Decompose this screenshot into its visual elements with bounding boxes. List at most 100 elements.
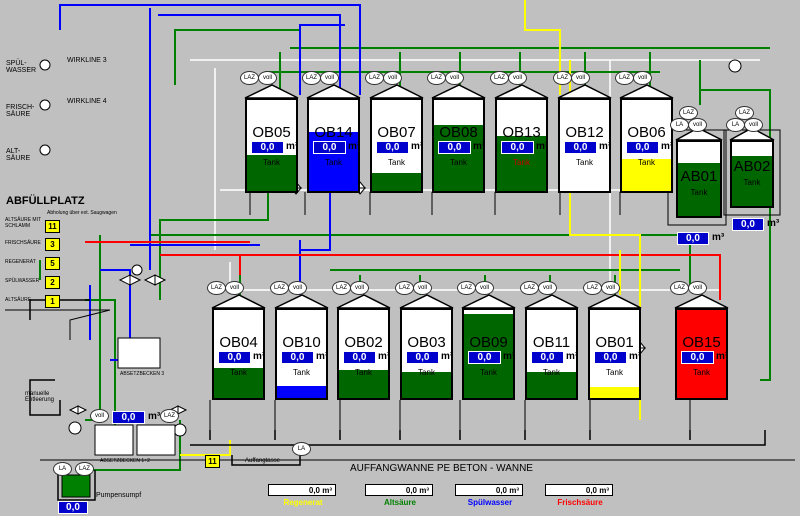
tank-value: 0,0 [468, 351, 501, 364]
laz-indicator[interactable]: LAZ [583, 281, 602, 295]
la-indicator[interactable]: LA [670, 118, 689, 132]
tank-ob09[interactable]: OB09 0,0 m³ Tank [462, 308, 515, 400]
laz-indicator[interactable]: LAZ [270, 281, 289, 295]
voll-indicator[interactable]: voll [688, 118, 707, 132]
laz-indicator[interactable]: LAZ [490, 71, 509, 85]
laz-indicator[interactable]: LAZ [615, 71, 634, 85]
tank-name: OB12 [565, 124, 604, 141]
voll-indicator[interactable]: voll [383, 71, 402, 85]
tank-value: 0,0 [531, 351, 564, 364]
tank-value: 0,0 [343, 351, 376, 364]
absetz-unit: m³ [148, 411, 161, 422]
tank-sub: Tank [480, 368, 497, 377]
voll-indicator[interactable]: voll [744, 118, 763, 132]
tank-fill [247, 154, 296, 191]
abfuell-number[interactable]: 5 [45, 257, 60, 270]
tank-ob06[interactable]: OB06 0,0 m³ Tank [620, 98, 673, 193]
la-indicator[interactable]: LA [292, 442, 311, 456]
voll-indicator[interactable]: voll [571, 71, 590, 85]
voll-indicator[interactable]: voll [475, 281, 494, 295]
laz-indicator[interactable]: LAZ [679, 106, 698, 120]
laz-indicator[interactable]: LAZ [457, 281, 476, 295]
voll-indicator[interactable]: voll [413, 281, 432, 295]
tank-ob14[interactable]: OB14 0,0 m³ Tank [307, 98, 360, 193]
tank-ob04[interactable]: OB04 0,0 m³ Tank [212, 308, 265, 400]
voll-indicator[interactable]: voll [508, 71, 527, 85]
laz-indicator[interactable]: LAZ [240, 71, 259, 85]
la-indicator[interactable]: LA [726, 118, 745, 132]
abfuell-number[interactable]: 1 [45, 295, 60, 308]
tank-unit: m³ [378, 351, 390, 362]
laz-indicator[interactable]: LAZ [302, 71, 321, 85]
abfuell-label: REGENERAT [5, 259, 36, 265]
tank-value: 0,0 [376, 141, 409, 154]
tank-unit: m³ [503, 351, 515, 362]
laz-indicator[interactable]: LAZ [553, 71, 572, 85]
voll-indicator[interactable]: voll [320, 71, 339, 85]
laz-indicator[interactable]: LAZ [520, 281, 539, 295]
tank-ab01[interactable]: AB01 Tank [676, 140, 722, 218]
voll-indicator[interactable]: voll [90, 409, 109, 423]
tank-sub: Tank [693, 368, 710, 377]
tank-value: 0,0 [406, 351, 439, 364]
laz-indicator[interactable]: LAZ [75, 462, 94, 476]
abfuell-number[interactable]: 3 [45, 238, 60, 251]
tank-ob03[interactable]: OB03 0,0 m³ Tank [400, 308, 453, 400]
tank-name: AB01 [680, 168, 718, 185]
ab01-unit: m³ [712, 232, 725, 243]
ab02-unit: m³ [767, 218, 780, 229]
voll-indicator[interactable]: voll [445, 71, 464, 85]
voll-indicator[interactable]: voll [601, 281, 620, 295]
laz-indicator[interactable]: LAZ [207, 281, 226, 295]
tank-ob07[interactable]: OB07 0,0 m³ Tank [370, 98, 423, 193]
legend-regenerat-label: Regenerat [283, 498, 323, 507]
tank-ob02[interactable]: OB02 0,0 m³ Tank [337, 308, 390, 400]
tank-ab02[interactable]: AB02 Tank [730, 140, 774, 208]
tank-name: OB06 [627, 124, 666, 141]
abfuell-number[interactable]: 2 [45, 276, 60, 289]
tank-name: OB09 [469, 334, 508, 351]
tank-ob05[interactable]: OB05 0,0 m³ Tank [245, 98, 298, 193]
tank-ob01[interactable]: OB01 0,0 m³ Tank [588, 308, 641, 400]
tank-ob12[interactable]: OB12 0,0 m³ Tank [558, 98, 611, 193]
voll-indicator[interactable]: voll [633, 71, 652, 85]
voll-indicator[interactable]: voll [688, 281, 707, 295]
voll-indicator[interactable]: voll [258, 71, 277, 85]
abfuellplatz-title: ABFÜLLPLATZ [6, 195, 85, 207]
abholung-label: Abholung über ext. Saugwagen [47, 210, 117, 216]
tank-name: OB03 [407, 334, 446, 351]
laz-indicator[interactable]: LAZ [160, 409, 179, 423]
voll-indicator[interactable]: voll [225, 281, 244, 295]
spuelwasser-label: SPÜL-WASSER [6, 60, 37, 74]
voll-indicator[interactable]: voll [288, 281, 307, 295]
tank-value: 0,0 [438, 141, 471, 154]
tank-unit: m³ [348, 141, 360, 152]
tank-unit: m³ [661, 141, 673, 152]
laz-indicator[interactable]: LAZ [427, 71, 446, 85]
tank-ob10[interactable]: OB10 0,0 m³ Tank [275, 308, 328, 400]
voll-indicator[interactable]: voll [538, 281, 557, 295]
tank-fill [277, 385, 326, 398]
tank-name: OB13 [502, 124, 541, 141]
laz-indicator[interactable]: LAZ [395, 281, 414, 295]
laz-indicator[interactable]: LAZ [332, 281, 351, 295]
ab01-readout: 0,0 [677, 232, 709, 245]
tank-unit: m³ [599, 141, 611, 152]
la-indicator[interactable]: LA [53, 462, 72, 476]
tank-sub: Tank [743, 178, 761, 187]
laz-indicator[interactable]: LAZ [670, 281, 689, 295]
tank-ob13[interactable]: OB13 0,0 m³ Tank [495, 98, 548, 193]
tank-ob15[interactable]: OB15 0,0 m³ Tank [675, 308, 728, 400]
laz-indicator[interactable]: LAZ [365, 71, 384, 85]
tank-unit: m³ [411, 141, 423, 152]
laz-indicator[interactable]: LAZ [735, 106, 754, 120]
tank-ob08[interactable]: OB08 0,0 m³ Tank [432, 98, 485, 193]
legend-spuelwasser-value: 0,0 m³ [455, 484, 523, 496]
voll-indicator[interactable]: voll [350, 281, 369, 295]
tank-sub: Tank [230, 368, 247, 377]
abfuell-number[interactable]: 11 [45, 220, 60, 233]
abfuell-number[interactable]: 11 [205, 455, 220, 468]
tank-ob11[interactable]: OB11 0,0 m³ Tank [525, 308, 578, 400]
tank-sub: Tank [418, 368, 435, 377]
